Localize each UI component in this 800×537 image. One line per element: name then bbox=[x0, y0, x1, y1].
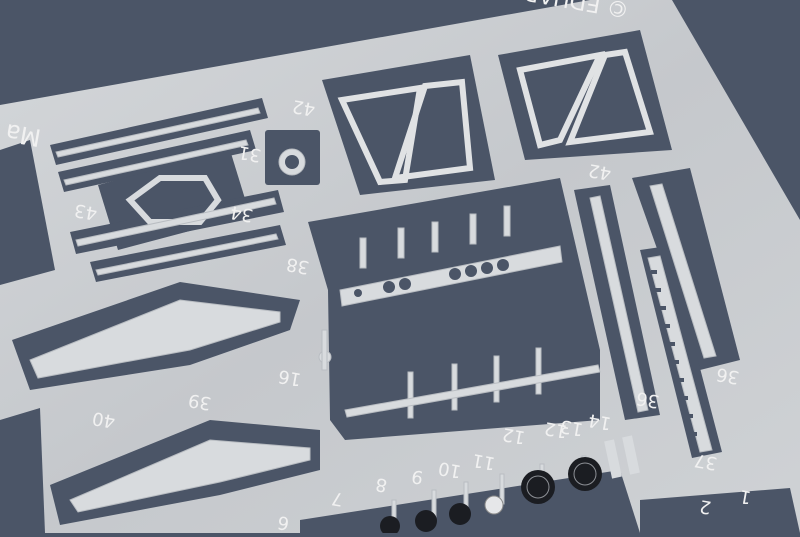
part-number-42: 42 bbox=[587, 159, 613, 184]
dial-small bbox=[380, 516, 400, 536]
part-number-12: 12 bbox=[543, 417, 569, 442]
engraved-labels: © EDUARD 2017 Ma 42 42 31 34 43 38 16 39… bbox=[3, 0, 753, 534]
part-number-6: 6 bbox=[276, 511, 291, 533]
part-number-14: 14 bbox=[587, 409, 613, 434]
part-number-31: 31 bbox=[237, 141, 263, 166]
partial-label: Ma bbox=[3, 118, 43, 152]
part-number-37: 37 bbox=[693, 449, 719, 474]
dial-small bbox=[449, 503, 471, 525]
part-number-9: 9 bbox=[410, 465, 425, 488]
part-number-10: 10 bbox=[437, 457, 463, 482]
part-number-11: 11 bbox=[471, 449, 497, 474]
part-number-16: 16 bbox=[277, 365, 303, 390]
part-number-42: 42 bbox=[291, 95, 317, 120]
dial-small bbox=[415, 510, 437, 532]
bracket-parts bbox=[604, 435, 640, 479]
dial-large bbox=[521, 470, 555, 504]
part-number-12: 12 bbox=[501, 423, 527, 448]
part-number-40: 40 bbox=[91, 407, 117, 432]
part-number-34: 34 bbox=[229, 201, 255, 226]
part-number-7: 7 bbox=[330, 487, 345, 510]
dial-white bbox=[484, 495, 504, 515]
center-bar-holes bbox=[354, 259, 509, 297]
ladder-rungs bbox=[651, 270, 697, 436]
instrument-dials bbox=[380, 457, 602, 536]
part-number-36: 36 bbox=[635, 387, 661, 412]
part-number-1: 1 bbox=[738, 485, 753, 508]
part-number-2: 2 bbox=[698, 495, 713, 518]
part-number-13: 13 bbox=[559, 415, 585, 440]
part-number-39: 39 bbox=[187, 389, 213, 414]
part-number-8: 8 bbox=[374, 473, 389, 496]
part-number-38: 38 bbox=[285, 253, 311, 278]
part-number-43: 43 bbox=[73, 199, 99, 224]
part-number-36: 36 bbox=[715, 363, 741, 388]
dial-large bbox=[568, 457, 602, 491]
